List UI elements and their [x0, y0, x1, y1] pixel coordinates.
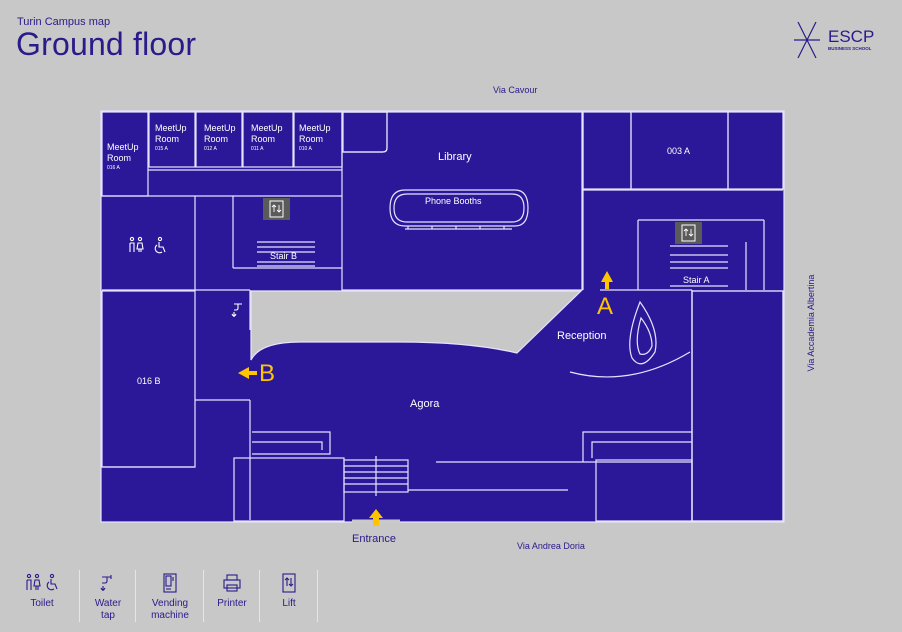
legend-divider	[79, 570, 80, 622]
room-label-meetup-010a-1: MeetUp	[299, 123, 331, 133]
room-label-stair-a: Stair A	[683, 275, 710, 285]
room-meetup-011a	[242, 111, 294, 168]
legend-divider	[203, 570, 204, 622]
ramp-left	[252, 431, 331, 455]
star-logo-icon	[794, 21, 820, 59]
room-south-east-inner	[691, 290, 784, 522]
south-east-block	[595, 459, 693, 522]
room-meetup-010a	[293, 111, 343, 168]
room-016b	[101, 290, 196, 468]
atrium-void	[250, 290, 583, 361]
reception-counter-inner	[636, 316, 653, 355]
library-inner-wall	[343, 111, 388, 153]
legend-item-water-tap: Water tap	[80, 568, 136, 624]
logo-subtext: BUSINESS SCHOOL	[828, 46, 872, 51]
ramp-right-inner	[591, 441, 692, 458]
page-title: Ground floor	[16, 26, 197, 62]
room-north-center	[582, 111, 632, 190]
lift-icon	[263, 198, 290, 220]
arrow-up-a-icon	[601, 271, 613, 289]
legend-label-toilet: Toilet	[30, 598, 54, 609]
lift-icon	[675, 222, 702, 244]
south-west-block	[233, 457, 345, 522]
water-tap-icon	[231, 303, 242, 317]
entrance-arrow-icon	[369, 509, 383, 526]
room-code-016a: 016 A	[107, 165, 120, 171]
printer-icon	[223, 574, 241, 592]
legend-label-vending-machine: Vending machine	[151, 598, 189, 621]
room-meetup-016a	[101, 111, 149, 197]
room-code-012a: 012 A	[204, 146, 217, 152]
logo-text: ESCP	[828, 27, 874, 46]
room-label-meetup-011a-2: Room	[251, 134, 275, 144]
toilet-icon	[129, 236, 166, 254]
street-via-andrea-doria: Via Andrea Doria	[517, 541, 585, 551]
entrance-steps	[343, 456, 409, 496]
room-label-meetup-010a-2: Room	[299, 134, 323, 144]
room-label-meetup-015a-2: Room	[155, 134, 179, 144]
legend-label-lift: Lift	[282, 598, 296, 609]
legend-item-printer: Printer	[204, 568, 260, 624]
room-label-phone-booths: Phone Booths	[425, 196, 482, 206]
room-meetup-012a	[195, 111, 243, 168]
vending-machine-icon	[163, 573, 177, 593]
room-label-agora: Agora	[410, 398, 440, 410]
building-outline	[100, 110, 785, 523]
legend-label-printer: Printer	[217, 598, 247, 609]
room-label-meetup-016a-2: Room	[107, 153, 131, 163]
escp-logo: ESCP BUSINESS SCHOOL	[794, 21, 874, 59]
room-library	[341, 111, 583, 291]
ramp-left-inner	[252, 441, 323, 450]
stair-a-steps	[670, 245, 728, 287]
water-tap-icon	[100, 575, 112, 591]
street-via-cavour: Via Cavour	[493, 85, 538, 95]
room-label-stair-b: Stair B	[270, 251, 297, 261]
marker-a: A	[597, 293, 613, 320]
lift-icon	[282, 573, 296, 593]
map-subtitle: Turin Campus map	[17, 16, 111, 28]
legend-item-lift: Lift	[260, 568, 318, 624]
marker-b: B	[259, 360, 275, 387]
room-label-003a: 003 A	[667, 146, 690, 156]
room-meetup-015a	[148, 111, 196, 168]
legend-item-toilet: Toilet	[4, 568, 80, 624]
room-label-meetup-011a-1: MeetUp	[251, 123, 283, 133]
room-label-meetup-015a-1: MeetUp	[155, 123, 187, 133]
street-via-accademia-albertina: Via Accademia Albertina	[806, 274, 816, 372]
ramp-right	[582, 431, 692, 462]
room-code-015a: 015 A	[155, 146, 168, 152]
room-north-east	[727, 111, 784, 190]
room-003a	[630, 111, 729, 190]
room-label-meetup-012a-1: MeetUp	[204, 123, 236, 133]
legend-label-water-tap: Water tap	[94, 598, 122, 621]
phone-booths-inner	[393, 193, 525, 223]
room-small-top	[342, 111, 388, 153]
legend-divider	[259, 570, 260, 622]
legend-item-vending-machine: Vending machine	[136, 568, 204, 624]
room-label-meetup-016a-1: MeetUp	[107, 142, 139, 152]
entrance-label: Entrance	[352, 533, 397, 545]
room-label-meetup-012a-2: Room	[204, 134, 228, 144]
reception-counter	[629, 300, 657, 365]
stair-b-steps	[257, 241, 315, 267]
room-label-library: Library	[438, 151, 472, 163]
phone-booths-outline	[389, 189, 529, 227]
room-code-011a: 011 A	[251, 146, 264, 152]
toilet-icon	[26, 573, 58, 591]
room-east-block	[691, 290, 784, 522]
room-code-010a: 010 A	[299, 146, 312, 152]
arrow-left-b-icon	[238, 367, 257, 379]
room-label-016b: 016 B	[137, 376, 161, 386]
legend-divider	[317, 570, 318, 622]
room-label-reception: Reception	[557, 330, 607, 342]
reception-desk-curve	[569, 351, 691, 378]
legend-divider	[135, 570, 136, 622]
